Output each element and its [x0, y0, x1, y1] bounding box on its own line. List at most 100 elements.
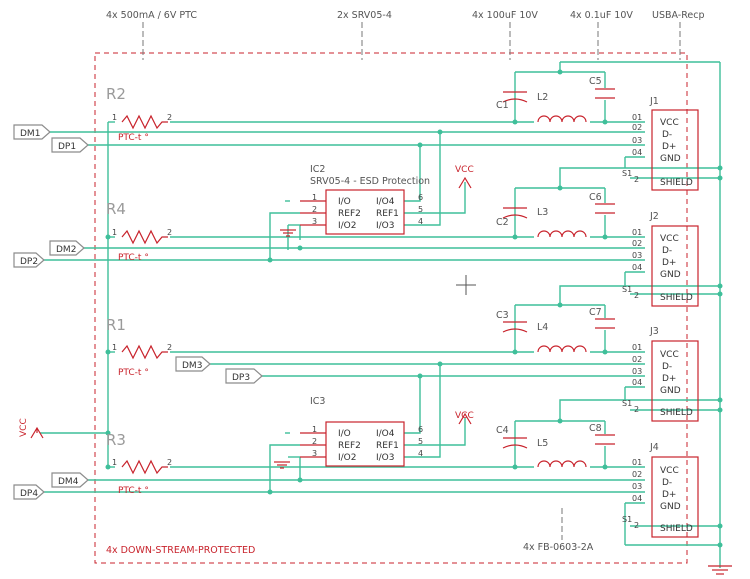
pin-number: 2 [634, 291, 639, 300]
pin-name: D- [662, 130, 672, 140]
resistor-r3[interactable]: R3 1 2 PTC-t ° [106, 431, 172, 496]
net-label-dp2[interactable]: DP2 [13, 252, 45, 268]
pin-number: 2 [634, 405, 639, 414]
cap01-annotation: 4x 0.1uF 10V [570, 10, 633, 21]
cap-c5[interactable]: C5 [589, 76, 615, 99]
wires [40, 61, 721, 568]
ic3-srv05[interactable]: IC3 1 2 3 I/O REF2 I/O2 I/O4 REF1 I/O3 6… [274, 396, 423, 469]
pin-number: 2 [167, 343, 172, 352]
vcc-symbol-left: VCC [19, 418, 44, 439]
pin-name: SHIELD [660, 178, 693, 188]
ic2-srv05[interactable]: IC2 SRV05-4 - ESD Protection 1 2 3 I/O R… [280, 164, 430, 237]
pin-number: 01 [632, 458, 642, 467]
resistor-ref: R1 [106, 316, 126, 334]
cap-ref: C4 [496, 425, 509, 436]
pin-number: 01 [632, 113, 642, 122]
pin-name: D+ [662, 490, 676, 500]
pin-name: SHIELD [660, 408, 693, 418]
net-label-text: DM3 [182, 361, 202, 371]
net-label-text: DM1 [20, 129, 40, 139]
cap-c1[interactable]: C1 [496, 91, 528, 111]
net-label-dm4[interactable]: DM4 [51, 472, 89, 488]
inductor-l5[interactable]: L5 [534, 438, 590, 471]
connector-ref: J4 [649, 442, 659, 453]
inductor-l2[interactable]: L2 [534, 92, 590, 126]
cap-ref: C3 [496, 310, 509, 321]
usb-connector-j3[interactable]: J3 01 02 03 04 VCC D- D+ GND SHIELD S1 2 [622, 326, 699, 422]
cap-ref: C8 [589, 423, 602, 434]
pin-number: 1 [112, 113, 117, 122]
usb-connector-j4[interactable]: J4 01 02 03 04 VCC D- D+ GND SHIELD S1 2 [622, 442, 699, 538]
resistor-ref: R2 [106, 85, 126, 103]
pin-name: REF1 [376, 441, 399, 451]
cap-ref: C5 [589, 76, 602, 87]
pin-number: 2 [167, 458, 172, 467]
resistor-r2[interactable]: R2 1 2 PTC-t ° [106, 85, 172, 143]
shield-mark: S1 [622, 515, 632, 524]
pin-name: D- [662, 362, 672, 372]
net-label-text: DP4 [20, 489, 38, 499]
resistor-value: PTC-t ° [118, 133, 149, 143]
pin-name: REF2 [338, 209, 361, 219]
usb-connector-j1[interactable]: J1 01 02 03 04 VCC D- D+ GND SHIELD S1 2 [622, 96, 699, 191]
net-label-dm1[interactable]: DM1 [13, 124, 78, 140]
usb-connector-j2[interactable]: J2 01 02 03 04 VCC D- D+ GND SHIELD S1 2 [622, 211, 699, 307]
vcc-symbol-ic2: VCC [455, 165, 474, 189]
pin-number: 2 [312, 437, 317, 446]
resistor-r1[interactable]: R1 1 2 PTC-t ° [106, 316, 172, 378]
resistor-r4[interactable]: R4 1 2 PTC-t ° [106, 200, 172, 263]
pin-name: D- [662, 246, 672, 256]
cap-c4[interactable]: C4 [496, 425, 528, 449]
pin-name: SHIELD [660, 524, 693, 534]
cap-c3[interactable]: C3 [496, 310, 528, 333]
pin-number: 2 [634, 175, 639, 184]
down-stream-frame [94, 52, 688, 564]
net-label-dm2[interactable]: DM2 [49, 240, 85, 256]
resistor-value: PTC-t ° [118, 253, 149, 263]
cap-c6[interactable]: C6 [589, 192, 615, 214]
connector-ref: J3 [649, 326, 659, 337]
pin-name: I/O4 [376, 197, 395, 207]
cap-c8[interactable]: C8 [589, 423, 615, 445]
ic-body [325, 189, 405, 235]
pin-number: 02 [632, 239, 642, 248]
pin-name: I/O2 [338, 221, 357, 231]
pin-number: 1 [312, 425, 317, 434]
pin-number: 04 [632, 494, 642, 503]
pin-number: 02 [632, 123, 642, 132]
inductor-l3[interactable]: L3 [534, 207, 590, 241]
pin-name: I/O2 [338, 453, 357, 463]
cap-ref: C6 [589, 192, 602, 203]
net-label-text: DP2 [20, 257, 38, 267]
pin-name: VCC [660, 466, 679, 476]
net-label-text: DM2 [56, 245, 76, 255]
shield-mark: S1 [622, 399, 632, 408]
pin-name: D- [662, 478, 672, 488]
pin-name: GND [660, 154, 681, 164]
junctions [105, 69, 723, 548]
pin-number: 02 [632, 470, 642, 479]
inductor-l4[interactable]: L4 [534, 322, 590, 356]
pin-name: I/O3 [376, 453, 395, 463]
connector-body [651, 225, 699, 307]
pin-name: D+ [662, 142, 676, 152]
resistor-value: PTC-t ° [118, 368, 149, 378]
pin-name: REF1 [376, 209, 399, 219]
net-label-dp4[interactable]: DP4 [13, 484, 45, 500]
pin-number: 6 [418, 425, 423, 434]
pin-name: I/O [338, 429, 351, 439]
inductor-ref: L5 [537, 438, 548, 449]
net-label-dp1[interactable]: DP1 [51, 137, 89, 153]
pin-number: 04 [632, 263, 642, 272]
cap-c7[interactable]: C7 [589, 307, 615, 329]
pin-number: 03 [632, 482, 642, 491]
pin-number: 4 [418, 449, 423, 458]
pin-number: 1 [112, 228, 117, 237]
inductor-ref: L4 [537, 322, 548, 333]
net-label-dm3[interactable]: DM3 [175, 356, 211, 372]
connector-body [651, 456, 699, 538]
cap-c2[interactable]: C2 [496, 207, 528, 228]
inductor-ref: L3 [537, 207, 548, 218]
pin-name: D+ [662, 258, 676, 268]
net-label-dp3[interactable]: DP3 [225, 368, 263, 384]
